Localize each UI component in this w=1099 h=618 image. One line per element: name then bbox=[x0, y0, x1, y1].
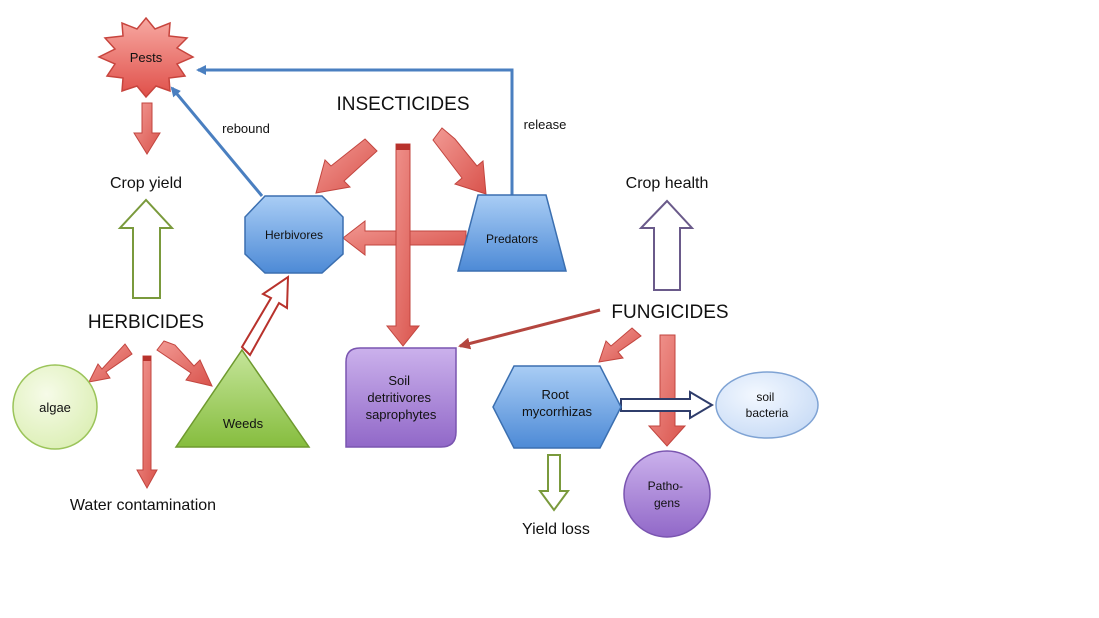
release-label: release bbox=[524, 117, 567, 132]
root-mycorrhizas-label: Root mycorrhizas bbox=[522, 387, 593, 419]
herbicides-to-weeds-arrow bbox=[156, 340, 213, 387]
fungicides-to-root-arrow bbox=[598, 327, 642, 363]
rebound-arrow bbox=[170, 86, 264, 197]
fungicides-to-crop-health-arrow bbox=[638, 199, 695, 291]
pests-label: Pests bbox=[130, 50, 163, 65]
water-contamination-label: Water contamination bbox=[70, 497, 216, 514]
insecticides-label: INSECTICIDES bbox=[336, 94, 469, 115]
fungicides-label: FUNGICIDES bbox=[611, 302, 728, 323]
herbicides-to-algae-arrow bbox=[88, 343, 133, 383]
algae-circle-shape bbox=[12, 364, 98, 450]
predators-trapezoid-shape bbox=[457, 194, 567, 272]
rebound-label: rebound bbox=[222, 121, 270, 136]
herbicides-to-water-arrow bbox=[136, 355, 158, 490]
insecticides-to-predators-arrow bbox=[432, 127, 487, 195]
pathogens-label: Patho- gens bbox=[648, 479, 687, 510]
pests-burst-shape bbox=[97, 16, 195, 99]
soil-organisms-label: Soil detritivores saprophytes bbox=[366, 373, 437, 422]
release-arrow bbox=[196, 65, 514, 195]
yield-loss-label: Yield loss bbox=[522, 521, 590, 538]
pathogens-line-2: gens bbox=[654, 496, 680, 510]
weeds-to-herbivores-arrow bbox=[240, 275, 290, 357]
algae-label: algae bbox=[39, 400, 71, 415]
insecticides-to-soil-arrow bbox=[385, 143, 421, 347]
root-to-yield-loss-arrow bbox=[538, 454, 570, 512]
herbivores-label: Herbivores bbox=[265, 228, 323, 242]
root-hexagon-shape bbox=[492, 365, 622, 449]
soil-organisms-shape bbox=[345, 347, 457, 448]
crop-health-label: Crop health bbox=[626, 175, 709, 192]
herbicides-to-crop-yield-arrow bbox=[117, 198, 175, 299]
root-mycorrhizas-line-2: mycorrhizas bbox=[522, 404, 593, 419]
weeds-triangle-shape bbox=[174, 348, 311, 448]
weeds-label: Weeds bbox=[223, 416, 264, 431]
fungicides-to-soil-arrow bbox=[458, 308, 601, 350]
soil-bacteria-line-2: bacteria bbox=[746, 406, 789, 420]
soil-organisms-line-2: detritivores bbox=[367, 390, 431, 405]
root-mycorrhizas-line-1: Root bbox=[541, 387, 569, 402]
predators-label: Predators bbox=[486, 232, 538, 246]
insecticides-to-herbivores-arrow bbox=[315, 138, 378, 194]
pests-to-crop-yield-arrow bbox=[133, 102, 161, 155]
fungicides-to-pathogens-arrow bbox=[647, 334, 687, 447]
soil-bacteria-line-1: soil bbox=[756, 390, 774, 404]
soil-bacteria-ellipse-shape bbox=[715, 371, 819, 439]
herbivores-octagon-shape bbox=[244, 195, 344, 274]
herbicides-label: HERBICIDES bbox=[88, 312, 204, 333]
soil-organisms-line-3: saprophytes bbox=[366, 407, 437, 422]
soil-bacteria-label: soil bacteria bbox=[746, 390, 789, 420]
soil-organisms-line-1: Soil bbox=[388, 373, 410, 388]
pathogens-line-1: Patho- bbox=[648, 479, 683, 493]
root-to-bacteria-arrow bbox=[620, 390, 714, 420]
crop-yield-label: Crop yield bbox=[110, 175, 182, 192]
pathogens-circle-shape bbox=[623, 450, 711, 538]
